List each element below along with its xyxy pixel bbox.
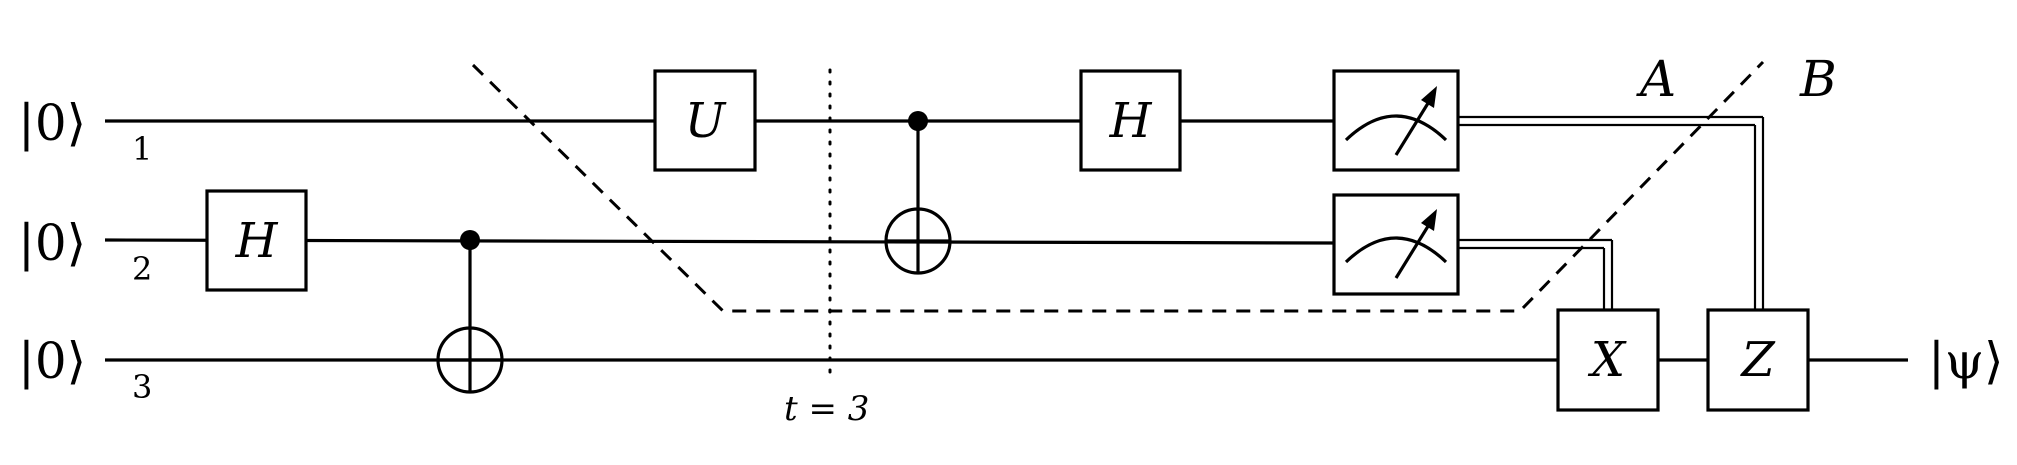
hadamard-gate-qubit-1-label: H bbox=[1109, 93, 1153, 149]
meter-icon bbox=[1344, 86, 1448, 156]
partition-dashed-line bbox=[471, 60, 1765, 313]
classical-wire-q2-to-x bbox=[1458, 238, 1614, 310]
partition-label-a: A bbox=[1636, 50, 1676, 108]
z-gate-qubit-3-label: Z bbox=[1739, 332, 1776, 388]
output-state-ket: |ψ⟩ bbox=[1928, 332, 2004, 390]
partition-label-b: B bbox=[1799, 50, 1837, 108]
hadamard-gate-qubit-2: H bbox=[205, 189, 308, 292]
u-gate-qubit-1-label: U bbox=[685, 93, 727, 149]
classical-wire-q1-to-z bbox=[1458, 115, 1765, 310]
measurement-qubit-2 bbox=[1332, 193, 1460, 296]
hadamard-gate-qubit-1: H bbox=[1079, 69, 1182, 172]
hadamard-gate-qubit-2-label: H bbox=[235, 213, 279, 269]
measurement-qubit-1 bbox=[1332, 69, 1460, 172]
meter-icon bbox=[1344, 209, 1448, 279]
cnot-control-dot bbox=[460, 230, 480, 250]
qubit-3-input-ket: |0⟩ bbox=[18, 332, 86, 390]
x-gate-qubit-3-label: X bbox=[1587, 332, 1627, 388]
x-gate-qubit-3: X bbox=[1556, 308, 1660, 412]
qubit-3-index: 3 bbox=[132, 368, 152, 406]
time-marker-label: t = 3 bbox=[784, 389, 869, 429]
cnot-q1-to-q2 bbox=[884, 111, 952, 275]
qubit-1-index: 1 bbox=[132, 130, 152, 168]
cnot-q2-to-q3 bbox=[436, 230, 504, 394]
u-gate-qubit-1: U bbox=[653, 69, 757, 172]
qubit-2-index: 2 bbox=[132, 250, 152, 288]
z-gate-qubit-3: Z bbox=[1706, 308, 1810, 412]
cnot-control-dot bbox=[908, 111, 928, 131]
qubit-2-input-ket: |0⟩ bbox=[18, 214, 86, 272]
qubit-2-wire bbox=[104, 238, 1336, 245]
qubit-1-input-ket: |0⟩ bbox=[18, 94, 86, 152]
